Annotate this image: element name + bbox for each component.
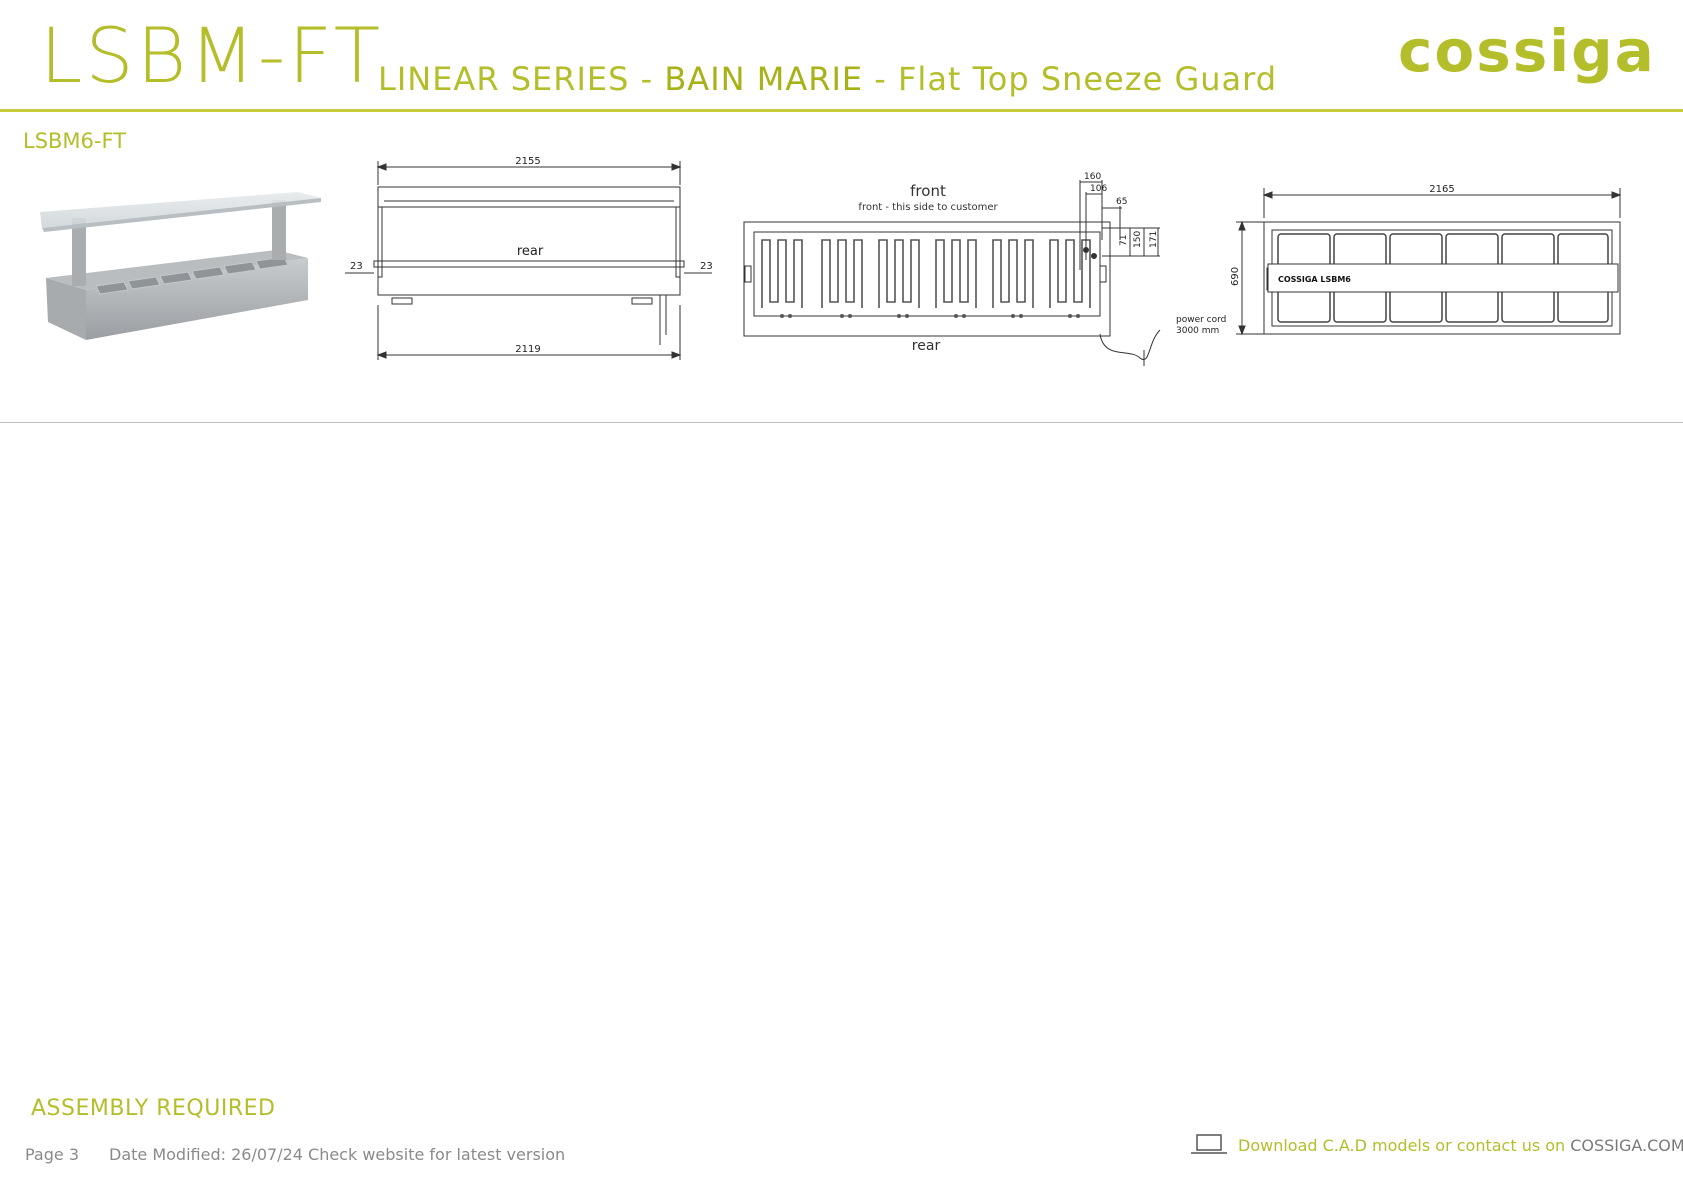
model-label: LSBM6-FT [23,129,127,153]
dim-top-width: 2155 [515,156,540,167]
product-code: LSBM-FT [40,11,384,100]
dim-160: 160 [1084,172,1101,182]
top-view-drawing: 2165 690 COSSIGA LSBM6 [1230,184,1622,336]
dim-65: 65 [1116,197,1127,207]
dim-150: 150 [1133,231,1143,248]
series-label: LINEAR SERIES - [378,60,665,98]
product-label: BAIN MARIE [664,60,864,98]
dim-106: 106 [1090,184,1107,194]
power-cord-length: 3000 mm [1176,326,1219,336]
laptop-icon [1191,1134,1227,1154]
dim-right-offset: 23 [700,261,713,272]
dim-71: 71 [1119,235,1129,246]
website-link[interactable]: COSSIGA.COM [1570,1135,1683,1155]
plan-drawing: front front - this side to customer 160 … [743,172,1226,366]
power-cord-label: power cord [1176,315,1226,325]
dim-depth: 690 [1230,267,1241,286]
nameplate-label: COSSIGA LSBM6 [1278,275,1351,284]
dim-left-offset: 23 [350,261,363,272]
side-rear-label: rear [517,244,544,259]
brand-logo: cossiga [1398,17,1656,85]
side-elevation-drawing: 2155 rear 23 23 2119 [345,156,713,360]
product-render [40,192,321,340]
assembly-notice: ASSEMBLY REQUIRED [31,1096,276,1121]
footer-meta: Page 3 Date Modified: 26/07/24 Check webs… [25,1145,565,1164]
cad-text: Download C.A.D models or contact us on [1238,1135,1566,1155]
dim-171: 171 [1149,231,1159,248]
date-modified: Date Modified: 26/07/24 Check website fo… [109,1145,566,1164]
front-note: front - this side to customer [858,202,998,213]
section-divider [0,422,1683,423]
cad-download: Download C.A.D models or contact us on C… [1190,1133,1683,1157]
product-subtitle: LINEAR SERIES - BAIN MARIE - Flat Top Sn… [378,60,1277,98]
dim-top-view-width: 2165 [1429,184,1454,195]
plan-rear-label: rear [912,338,941,354]
page-number: Page 3 [25,1145,79,1164]
variant-label: - Flat Top Sneeze Guard [863,60,1278,98]
dim-bottom-width: 2119 [515,344,540,355]
front-title: front [910,182,946,200]
header-divider [0,109,1683,112]
